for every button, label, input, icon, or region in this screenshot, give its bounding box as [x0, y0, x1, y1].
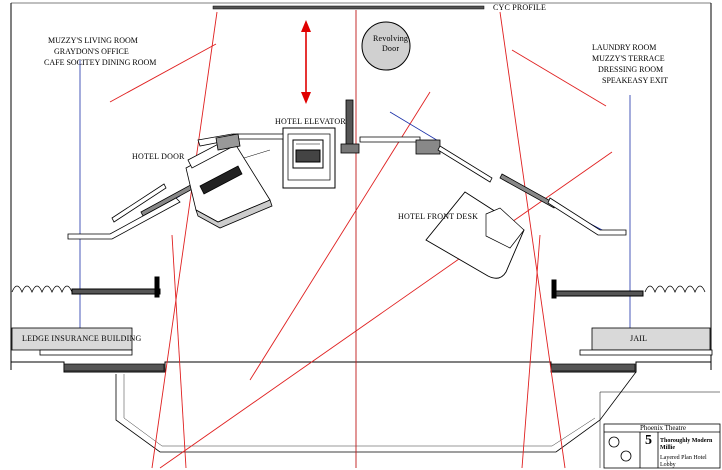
hotel-elevator-label: HOTEL ELEVATOR: [275, 117, 346, 126]
title-block: [599, 391, 721, 469]
hotel-elevator: [282, 127, 336, 189]
right-scene-3: DRESSING ROOM: [598, 65, 664, 74]
hotel-front-desk: [425, 191, 525, 279]
right-scene-4: SPEAKEASY EXIT: [602, 76, 669, 85]
left-scene-list: MUZZY'S LIVING ROOM GRAYDON'S OFFICE CAF…: [44, 35, 156, 68]
right-flats: [437, 145, 627, 236]
apron-outline: [115, 371, 637, 453]
leader-line: [243, 149, 271, 159]
revolving-door-label: Revolving Door: [373, 34, 409, 53]
sightline-right-inner: [521, 234, 541, 469]
masking-upstage-right: [389, 111, 441, 143]
sightline-long-diagonal: [159, 151, 613, 469]
jail-label: JAIL: [630, 334, 648, 343]
left-scene-2: GRAYDON'S OFFICE: [54, 47, 129, 56]
theatre-name: Phoenix Theatre: [640, 424, 686, 432]
hotel-door-label: HOTEL DOOR: [132, 152, 185, 161]
right-groundrow: [644, 285, 706, 294]
proscenium-blocks: [63, 363, 636, 372]
upstage-rails: [232, 133, 441, 155]
revolving-door-circle: [361, 21, 411, 71]
left-scene-3: CAFE SOCITEY DINING ROOM: [44, 58, 157, 67]
hotel-door-unit: [185, 133, 273, 229]
center-post: [340, 99, 360, 154]
travel-arrow: [301, 20, 311, 104]
sightline-right-diagonal: [511, 49, 607, 107]
ledge-insurance-label: LEDGE INSURANCE BUILDING: [22, 334, 142, 343]
right-scene-2: MUZZY'S TERRACE: [592, 54, 665, 63]
masking-lines: [79, 60, 631, 330]
sightline-left-vertical: [151, 11, 218, 469]
side-platforms: [71, 276, 644, 299]
right-scene-list: LAUNDRY ROOM MUZZY'S TERRACE DRESSING RO…: [592, 42, 668, 86]
sightline-left-inner: [171, 234, 187, 469]
sheet-number: 5: [645, 433, 652, 448]
cyc-profile-line: [212, 5, 485, 10]
left-groundrow: [11, 285, 73, 294]
cyc-profile-label: CYC PROFILE: [493, 3, 547, 12]
show-title: Thoroughly Modern Millie: [660, 438, 713, 451]
left-scene-1: MUZZY'S LIVING ROOM: [48, 36, 138, 45]
right-scene-1: LAUNDRY ROOM: [592, 43, 657, 52]
sightline-right-vertical: [499, 11, 566, 469]
sightline-left-diagonal: [109, 43, 217, 103]
hotel-front-desk-label: HOTEL FRONT DESK: [398, 212, 479, 221]
wing-buildings: [11, 327, 713, 356]
sheet-title: Layered Plan Hotel Lobby: [660, 455, 707, 468]
sightlines: [109, 10, 613, 469]
